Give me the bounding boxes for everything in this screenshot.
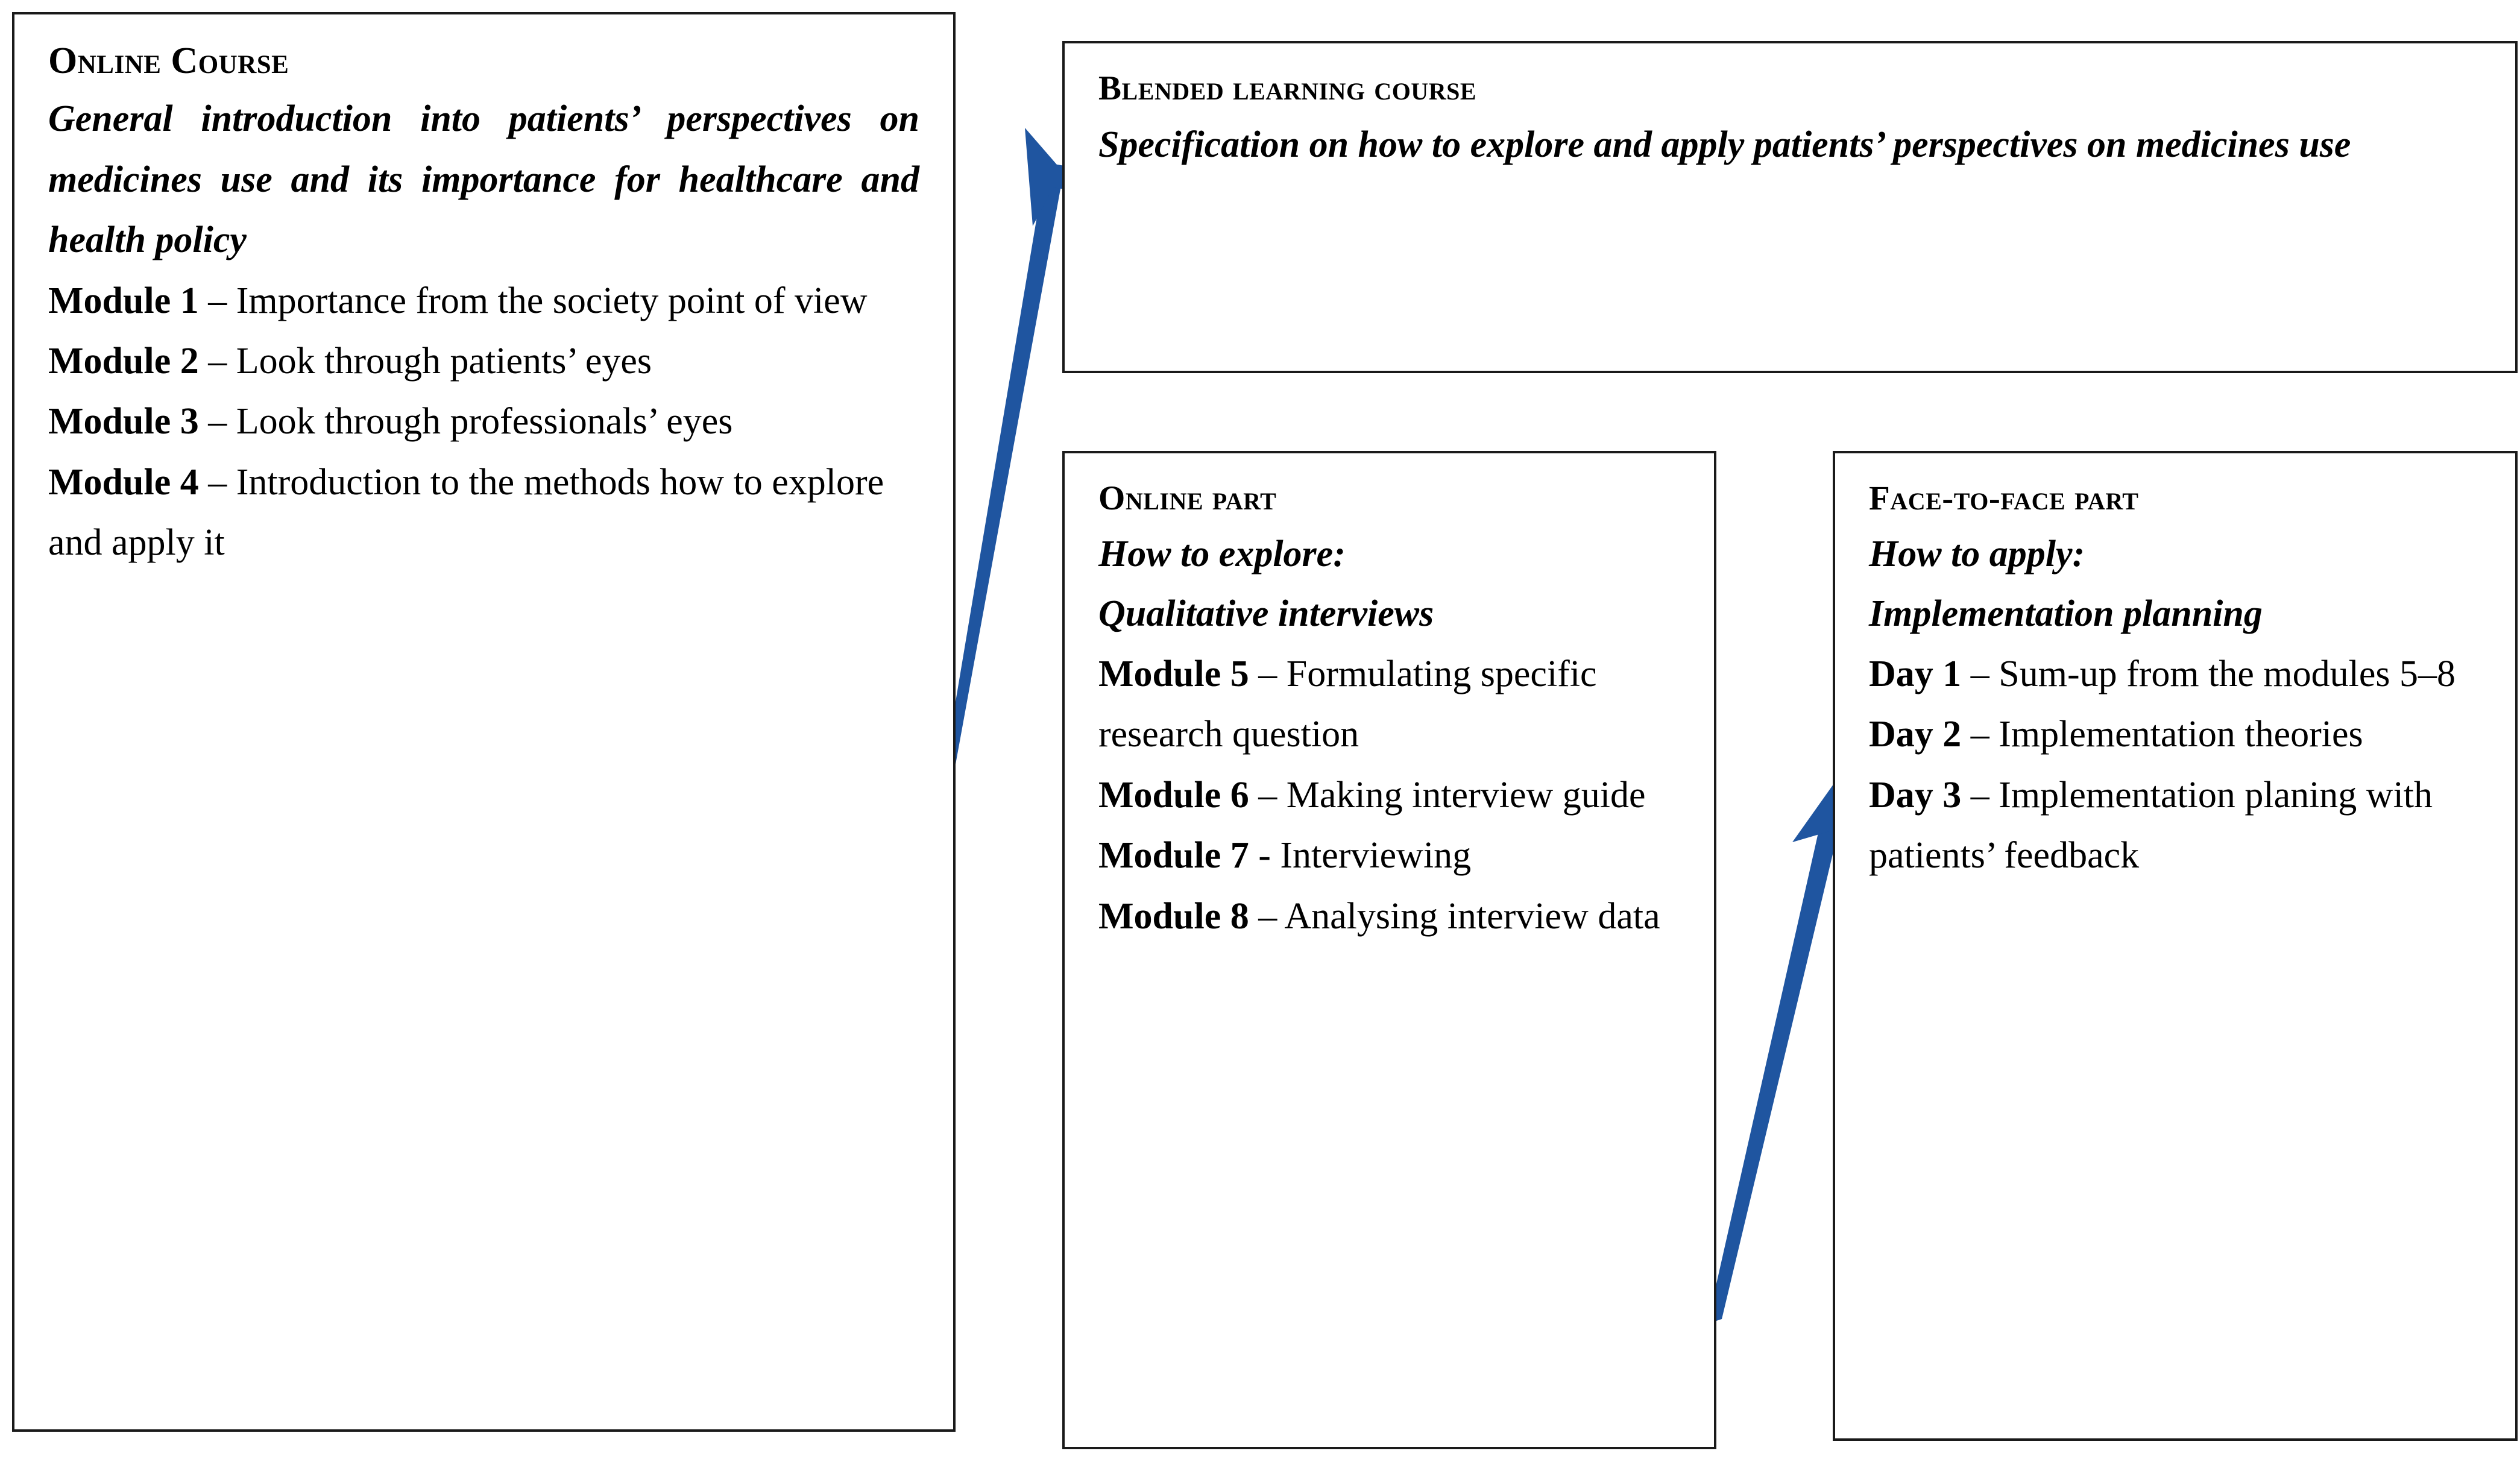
- online-course-box: Online Course General introduction into …: [12, 12, 956, 1432]
- module-3-dash: –: [198, 401, 236, 442]
- module-5-label: Module 5: [1098, 653, 1249, 694]
- face-to-face-part-header: Face-to-face part: [1869, 479, 2139, 517]
- online-course-module-4: Module 4 – Introduction to the methods h…: [48, 452, 919, 573]
- arrow-online-part-to-face-to-face-part: [1707, 772, 1852, 1324]
- module-1-dash: –: [198, 280, 236, 321]
- module-7-dash: -: [1249, 835, 1280, 877]
- online-course-module-2: Module 2 – Look through patients’ eyes: [48, 331, 919, 391]
- online-part-module-8: Module 8 – Analysing interview data: [1098, 886, 1680, 946]
- module-2-label: Module 2: [48, 341, 199, 382]
- day-1-dash: –: [1961, 653, 1999, 694]
- day-3-label: Day 3: [1869, 774, 1962, 816]
- face-to-face-part-lead-line-1: How to apply:: [1869, 533, 2085, 575]
- module-3-label: Module 3: [48, 401, 199, 442]
- online-part-module-6: Module 6 – Making interview guide: [1098, 765, 1680, 825]
- module-5-text: Formulating specific research question: [1098, 653, 1597, 755]
- module-7-text: Interviewing: [1280, 835, 1472, 877]
- online-part-header: Online part: [1098, 479, 1277, 517]
- module-6-dash: –: [1249, 774, 1287, 816]
- day-1-label: Day 1: [1869, 653, 1962, 694]
- online-part-lead-line-2: Qualitative interviews: [1098, 593, 1434, 634]
- module-6-text: Making interview guide: [1286, 774, 1646, 816]
- module-5-dash: –: [1249, 653, 1287, 694]
- online-part-lead-line-1: How to explore:: [1098, 533, 1346, 575]
- module-8-label: Module 8: [1098, 895, 1249, 937]
- day-2-text: Implementation theories: [1999, 714, 2363, 755]
- blended-learning-course-lead: Specification on how to explore and appl…: [1098, 124, 2351, 165]
- module-8-text: Analysing interview data: [1284, 895, 1660, 937]
- online-course-module-3: Module 3 – Look through professionals’ e…: [48, 391, 919, 452]
- day-2-dash: –: [1961, 714, 1999, 755]
- face-to-face-part-lead-line-2: Implementation planning: [1869, 593, 2263, 634]
- online-part-box: Online part How to explore: Qualitative …: [1062, 451, 1716, 1449]
- module-4-label: Module 4: [48, 461, 199, 503]
- module-4-dash: –: [198, 461, 236, 503]
- face-to-face-part-day-1: Day 1 – Sum-up from the modules 5–8: [1869, 644, 2481, 704]
- day-3-dash: –: [1961, 774, 1999, 816]
- module-2-text: Look through patients’ eyes: [236, 341, 652, 382]
- online-part-module-5: Module 5 – Formulating specific research…: [1098, 644, 1680, 765]
- module-1-text: Importance from the society point of vie…: [236, 280, 868, 321]
- module-8-dash: –: [1249, 895, 1285, 937]
- face-to-face-part-day-3: Day 3 – Implementation planing with pati…: [1869, 765, 2481, 886]
- online-course-header: Online Course: [48, 40, 289, 81]
- online-course-module-1: Module 1 – Importance from the society p…: [48, 271, 919, 331]
- module-3-text: Look through professionals’ eyes: [236, 401, 733, 442]
- module-2-dash: –: [198, 341, 236, 382]
- face-to-face-part-day-2: Day 2 – Implementation theories: [1869, 704, 2481, 764]
- day-3-text: Implementation planing with patients’ fe…: [1869, 774, 2433, 877]
- module-7-label: Module 7: [1098, 835, 1249, 877]
- module-6-label: Module 6: [1098, 774, 1249, 816]
- day-2-label: Day 2: [1869, 714, 1962, 755]
- day-1-text: Sum-up from the modules 5–8: [1999, 653, 2455, 694]
- online-part-module-7: Module 7 - Interviewing: [1098, 825, 1680, 886]
- blended-learning-course-header: Blended learning course: [1098, 69, 1477, 107]
- face-to-face-part-box: Face-to-face part How to apply: Implemen…: [1833, 451, 2518, 1441]
- blended-learning-course-box: Blended learning course Specification on…: [1062, 41, 2518, 373]
- module-4-text: Introduction to the methods how to explo…: [48, 461, 884, 564]
- module-1-label: Module 1: [48, 280, 199, 321]
- online-course-lead: General introduction into patients’ pers…: [48, 98, 919, 261]
